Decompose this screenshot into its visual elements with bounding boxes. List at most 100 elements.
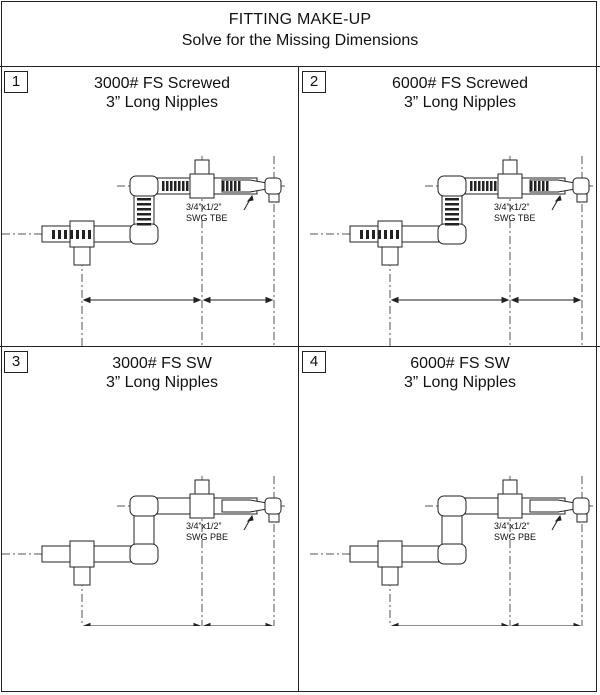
callout-size: 3/4”x1/2” <box>494 202 530 212</box>
thread-mark <box>178 181 181 191</box>
panel-subtitle: 3” Long Nipples <box>105 374 219 391</box>
thread-mark <box>137 223 151 226</box>
end-elbow <box>264 177 282 195</box>
thread-mark <box>494 181 497 191</box>
swage-nipple <box>221 499 268 513</box>
thread-mark <box>82 230 85 239</box>
thread-mark <box>445 198 459 201</box>
thread-mark <box>162 181 165 191</box>
left-outlet <box>381 246 399 266</box>
callout-type: SWG PBE <box>186 532 229 542</box>
upper-elbow-body <box>129 175 159 197</box>
dimension-arrowhead <box>265 296 274 304</box>
panel-title: 6000# FS Screwed <box>391 75 529 92</box>
swage-nipple <box>221 179 268 193</box>
panel-title: 3000# FS SW <box>112 355 212 372</box>
thread-mark <box>137 208 151 211</box>
piping-assembly <box>310 156 595 346</box>
panel-number: 4 <box>302 351 326 373</box>
header-divider <box>0 66 600 67</box>
tee-branch <box>194 479 210 495</box>
end-elbow <box>572 497 590 515</box>
panel-2: 2 6000# FS Screwed 3” Long Nipples 3/4”x… <box>300 68 597 346</box>
piping-assembly <box>2 476 287 626</box>
thread-mark <box>490 181 493 191</box>
dimension-arrowhead <box>573 622 582 626</box>
swage-callout: 3/4”x1/2” SWG PBE <box>186 521 228 543</box>
panel-number: 2 <box>302 71 326 93</box>
dimension-arrowhead <box>573 296 582 304</box>
upper-elbow-body <box>129 495 159 517</box>
dimension-arrowhead <box>202 622 211 626</box>
column-divider <box>298 66 299 692</box>
tee-branch <box>194 159 210 175</box>
sheet-title: FITTING MAKE-UP <box>228 11 372 28</box>
tee-fitting <box>189 493 215 519</box>
left-outlet <box>73 246 91 266</box>
panel-number: 3 <box>4 351 28 373</box>
thread-mark <box>390 230 393 239</box>
thread-mark <box>474 181 477 191</box>
thread-mark <box>445 208 459 211</box>
dimension-arrowhead <box>193 622 202 626</box>
dimension-arrowhead <box>82 622 91 626</box>
callout-arrowhead <box>554 514 562 522</box>
dimension-arrowhead <box>202 296 211 304</box>
lower-elbow-body <box>437 543 467 565</box>
callout-size: 3/4”x1/2” <box>494 521 530 531</box>
dimension-arrowhead <box>390 622 399 626</box>
callout-type: SWG TBE <box>186 213 228 223</box>
thread-mark <box>396 230 399 239</box>
thread-mark <box>542 181 545 191</box>
thread-mark <box>226 181 229 191</box>
thread-mark <box>384 230 387 239</box>
swage-callout: 3/4”x1/2” SWG TBE <box>186 202 227 224</box>
thread-mark <box>58 230 61 239</box>
tee-fitting <box>497 493 523 519</box>
panel-1: 1 3000# FS Screwed 3” Long Nipples 3/4”x… <box>2 68 299 346</box>
callout-type: SWG TBE <box>494 213 536 223</box>
panel-4: 4 6000# FS SW 3” Long Nipples 3/4”x1/2” … <box>300 348 597 626</box>
isometric-piping-drawing <box>310 476 595 626</box>
thread-mark <box>378 230 381 239</box>
dimension-arrowhead <box>501 622 510 626</box>
panel-title: 6000# FS SW <box>410 355 510 372</box>
thread-mark <box>70 230 73 239</box>
thread-mark <box>52 230 55 239</box>
isometric-piping-drawing <box>310 156 595 346</box>
lower-elbow-body <box>437 223 467 245</box>
thread-mark <box>170 181 173 191</box>
thread-mark <box>366 230 369 239</box>
end-outlet <box>268 513 280 523</box>
piping-assembly <box>2 156 287 346</box>
dimension-arrowhead <box>82 296 91 304</box>
tee-branch <box>502 159 518 175</box>
thread-mark <box>137 213 151 216</box>
callout-type: SWG PBE <box>494 532 537 542</box>
thread-mark <box>372 230 375 239</box>
thread-mark <box>538 181 541 191</box>
dimension-arrowhead <box>501 296 510 304</box>
isometric-piping-drawing <box>2 156 287 346</box>
tee-fitting <box>189 173 215 199</box>
left-outlet <box>381 566 399 586</box>
swage-nipple <box>529 499 576 513</box>
dimension-arrowhead <box>510 622 519 626</box>
piping-assembly <box>310 476 595 626</box>
thread-mark <box>64 230 67 239</box>
end-outlet <box>576 193 588 203</box>
panel-number: 1 <box>4 71 28 93</box>
sheet-header: FITTING MAKE-UP Solve for the Missing Di… <box>0 0 600 67</box>
callout-arrowhead <box>246 194 254 202</box>
panel-3: 3 3000# FS SW 3” Long Nipples 3/4”x1/2” … <box>2 348 299 626</box>
thread-mark <box>478 181 481 191</box>
panel-subtitle: 3” Long Nipples <box>105 94 219 111</box>
upper-elbow-body <box>437 175 467 197</box>
lower-elbow-body <box>129 543 159 565</box>
isometric-piping-drawing <box>2 476 287 626</box>
thread-mark <box>230 181 233 191</box>
end-outlet <box>268 193 280 203</box>
thread-mark <box>445 203 459 206</box>
thread-mark <box>534 181 537 191</box>
sheet-subtitle: Solve for the Missing Dimensions <box>181 32 419 49</box>
